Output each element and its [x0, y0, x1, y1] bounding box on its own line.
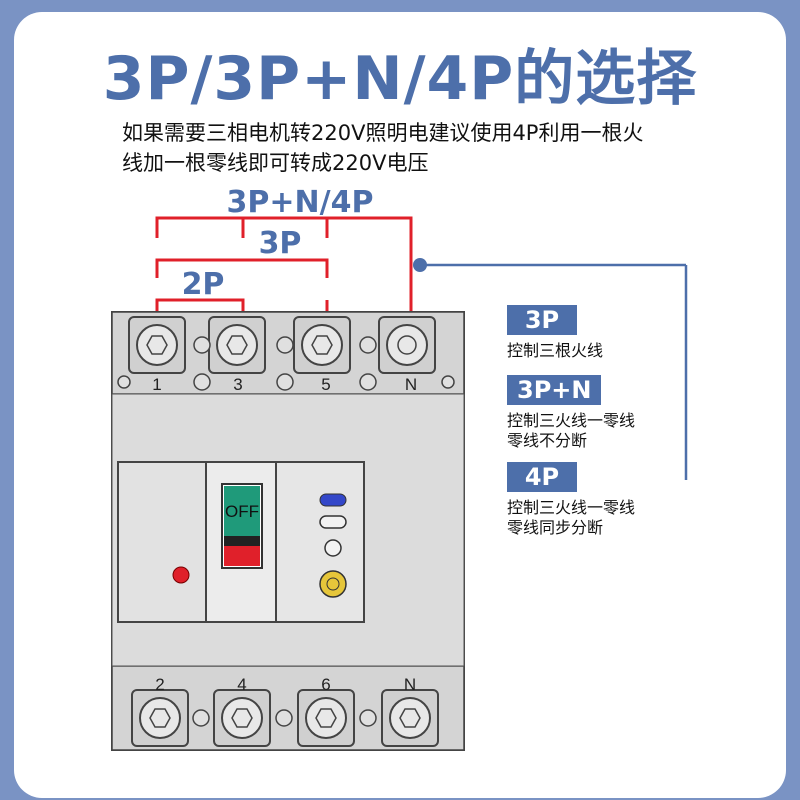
option-3pn: 3P+N 控制三火线一零线 零线不分断: [507, 375, 635, 451]
intro-line-1: 如果需要三相电机转220V照明电建议使用4P利用一根火: [122, 121, 644, 145]
bracket-label-mid: 3P: [259, 226, 302, 261]
bracket-label-top: 3P+N/4P: [227, 185, 374, 220]
intro-line-2: 线加一根零线即可转成220V电压: [122, 151, 429, 175]
indicator-dot-red: [172, 566, 190, 584]
terminal-label-top-2: 3: [233, 375, 242, 394]
option-desc-3pn: 控制三火线一零线 零线不分断: [507, 411, 635, 451]
option-desc-line: 控制三火线一零线: [507, 498, 636, 517]
option-desc-line: 零线同步分断: [507, 518, 604, 537]
option-desc-line: 控制三根火线: [507, 341, 604, 360]
bracket-label-low: 2P: [182, 267, 225, 302]
intro-text: 如果需要三相电机转220V照明电建议使用4P利用一根火 线加一根零线即可转成22…: [122, 118, 762, 178]
terminal-label-bottom-2: 4: [237, 675, 246, 694]
option-badge-4p: 4P: [507, 462, 577, 492]
page-title: 3P/3P+N/4P的选择: [102, 44, 698, 114]
side-connector: [413, 258, 688, 480]
bottom-terminal-screws: [131, 689, 439, 747]
terminal-label-bottom-3: 6: [321, 675, 330, 694]
option-desc-3p: 控制三根火线: [507, 341, 603, 361]
pole-brackets: [155, 216, 413, 318]
top-terminal-screws: [117, 316, 455, 391]
terminal-label-top-4: N: [405, 375, 417, 394]
option-3p: 3P 控制三根火线: [507, 305, 603, 361]
option-desc-4p: 控制三火线一零线 零线同步分断: [507, 498, 635, 538]
terminal-label-bottom-1: 2: [155, 675, 164, 694]
terminal-label-top-3: 5: [321, 375, 330, 394]
option-4p: 4P 控制三火线一零线 零线同步分断: [507, 462, 635, 538]
terminal-label-bottom-4: N: [404, 675, 416, 694]
option-desc-line: 控制三火线一零线: [507, 411, 636, 430]
terminal-label-top-1: 1: [152, 375, 161, 394]
option-badge-3pn: 3P+N: [507, 375, 602, 405]
option-desc-line: 零线不分断: [507, 431, 588, 450]
option-badge-3p: 3P: [507, 305, 577, 335]
switch-label: OFF: [225, 502, 259, 521]
